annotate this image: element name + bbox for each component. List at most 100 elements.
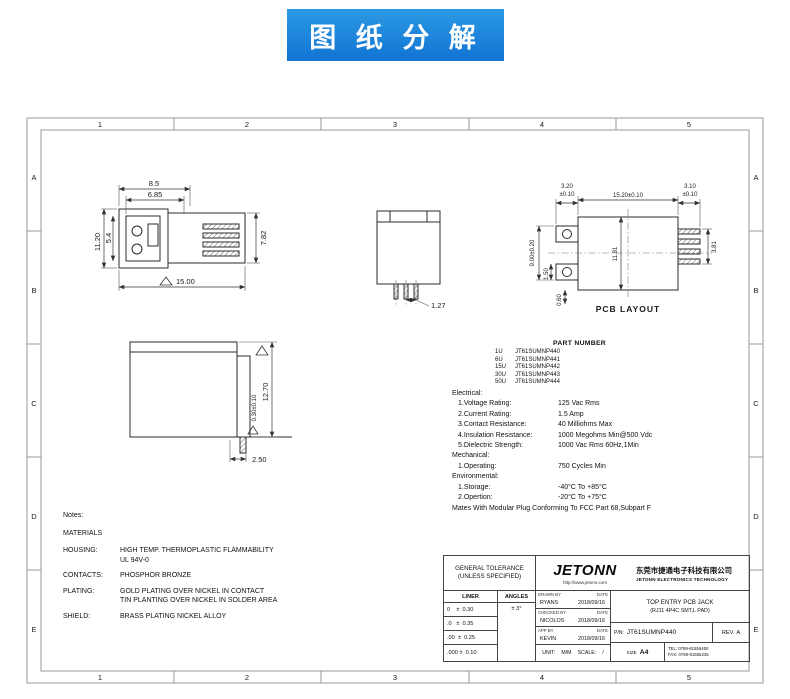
spec-row: 1.Voltage Rating:125 Vac Rms (458, 400, 600, 408)
banner: 图 纸 分 解 (287, 9, 504, 61)
dim-pcb-pad-width: 3.20 (561, 184, 573, 190)
part-number-cell: P/N: JT61SUMNP440 (611, 623, 713, 643)
angles-value: ± 3° (498, 603, 536, 661)
spec-row: 1.Storage:-40°C To +85°C (458, 483, 607, 491)
dim-pcb-pad-height: 9.00±0.20 (530, 239, 536, 266)
svg-text:C: C (753, 399, 759, 408)
profile-view-dims: 12.70 0.30±0.10 2.50 (229, 341, 277, 464)
svg-text:4: 4 (540, 673, 544, 682)
dim-pcb-pin-span: 3.81 (712, 241, 718, 253)
front-view (118, 208, 246, 269)
grid-labels: 1 2 3 4 5 1 2 3 4 5 A B C D E A B C D E (31, 120, 759, 682)
sheet-frame (26, 117, 764, 684)
dim-pcb-body-height: 11.81 (613, 246, 619, 261)
liner-header: LINER (444, 591, 498, 603)
notes-heading: Notes: (63, 512, 84, 519)
liner-row: .000 ± 0.10 (444, 645, 498, 661)
dim-pcb-pad-bottom: 0.60 (557, 294, 563, 306)
svg-text:A: A (31, 173, 36, 182)
company-name-en: JETONN ELECTRONICS TECHNOLOGY (635, 576, 729, 582)
dim-pcb-pin-width-tol: ±0.10 (683, 192, 699, 198)
spec-row: 2.Opertion:-20°C To +75°C (458, 494, 607, 502)
pcb-layout-view (548, 209, 712, 298)
pcb-layout-label: PCB LAYOUT (596, 304, 660, 314)
svg-text:E: E (753, 625, 758, 634)
electrical-heading: Electrical: (452, 390, 483, 397)
general-tolerance-cell: GENERAL TOLERANCE (UNLESS SPECIFIED) (444, 556, 536, 591)
environmental-heading: Environmental: (452, 473, 499, 481)
company-name-cn: 东莞市捷通电子科技有限公司 (635, 565, 733, 575)
svg-text:B: B (31, 286, 36, 295)
liner-row: 0 ± 0.30 (444, 603, 498, 617)
liner-row: .0 ± 0.35 (444, 617, 498, 631)
note-row: CONTACTS: PHOSPHOR BRONZE (63, 572, 192, 579)
svg-text:3: 3 (393, 673, 397, 682)
svg-text:D: D (31, 512, 37, 521)
revision-flag-icon (159, 276, 173, 286)
svg-text:5: 5 (687, 673, 691, 682)
dim-pcb-pin-width: 3.10 (684, 184, 696, 190)
svg-text:A: A (753, 173, 758, 182)
drawing-title-cell: TOP ENTRY PCB JACK (RJ11 4P4C SMT,L PAD) (611, 591, 749, 623)
notes-block: Notes: MATERIALS HOUSING: HIGH TEMP. THE… (63, 512, 408, 627)
dim-pcb-pad-offset: 1.50 (544, 268, 550, 280)
svg-text:1: 1 (98, 673, 102, 682)
revision-flag-icon (255, 345, 269, 356)
side-view-dims: 1.27 (405, 297, 446, 310)
note-row: SHIELD: BRASS PLATING NICKEL ALLOY (63, 612, 227, 620)
materials-heading: MATERIALS (63, 530, 103, 537)
dim-profile-wall: 0.30±0.10 (252, 394, 258, 421)
banner-title: 图 纸 分 解 (309, 22, 482, 53)
angles-header: ANGLES (498, 591, 536, 603)
revision-cell: REV. A (713, 623, 749, 643)
size-cell: SIZE A4 (611, 643, 665, 661)
dim-side-pitch: 1.27 (431, 301, 446, 310)
fax: FAX: 0769-81555245 (668, 652, 709, 657)
svg-text:3: 3 (393, 120, 397, 129)
spec-row: 2.Current Rating:1.5 Amp (458, 410, 584, 418)
dim-pcb-pad-width-tol: ±0.10 (560, 192, 576, 198)
note-row: HOUSING: HIGH TEMP. THERMOPLASTIC FLAMMA… (63, 547, 274, 564)
mates-note: Mates With Modular Plug Conforming To FC… (452, 505, 652, 513)
company-cell: JETONN http://www.jetonn.com 东莞市捷通电子科技有限… (536, 556, 749, 591)
jetonn-logo: JETONN (553, 561, 617, 579)
dim-pcb-body-width: 15.20±0.10 (613, 193, 644, 199)
svg-text:C: C (31, 399, 37, 408)
mechanical-heading: Mechanical: (452, 452, 490, 460)
dim-front-width-inner: 6.85 (148, 190, 163, 199)
website: http://www.jetonn.com (562, 579, 607, 585)
dim-front-height-right: 7.82 (259, 231, 268, 246)
svg-text:2: 2 (245, 120, 249, 129)
svg-text:4: 4 (540, 120, 544, 129)
dim-front-width-bottom: 15.00 (176, 277, 195, 286)
note-row: PLATING: GOLD PLATING OVER NICKEL IN CON… (63, 587, 278, 605)
liner-row: .00 ± 0.25 (444, 631, 498, 645)
svg-text:E: E (31, 625, 36, 634)
dim-profile-foot: 2.50 (252, 455, 267, 464)
svg-text:1: 1 (98, 120, 102, 129)
specifications: Electrical: 1.Voltage Rating:125 Vac Rms… (452, 389, 754, 515)
dim-front-height-inner: 5.4 (104, 233, 113, 243)
svg-text:D: D (753, 512, 759, 521)
revision-flag-icon (247, 425, 259, 435)
title-block: GENERAL TOLERANCE (UNLESS SPECIFIED) JET… (443, 555, 750, 662)
tel: TEL: 0769-81555450 (668, 646, 709, 651)
svg-text:B: B (753, 286, 758, 295)
part-number-title: PART NUMBER (553, 340, 607, 347)
pcb-layout-dims: 3.20 ±0.10 15.20±0.10 3.10 ±0.10 9.00±0.… (530, 184, 718, 314)
dim-front-height-left: 11.20 (93, 233, 102, 251)
svg-text:2: 2 (245, 673, 249, 682)
spec-row: 3.Contact Resistance:40 Milliohms Max (458, 421, 613, 429)
spec-row: 5.Dielectric Strength:1000 Vac Rms 60Hz,… (458, 442, 639, 450)
spec-row: 4.Insulation Resistance:1000 Megohms Min… (458, 431, 653, 439)
